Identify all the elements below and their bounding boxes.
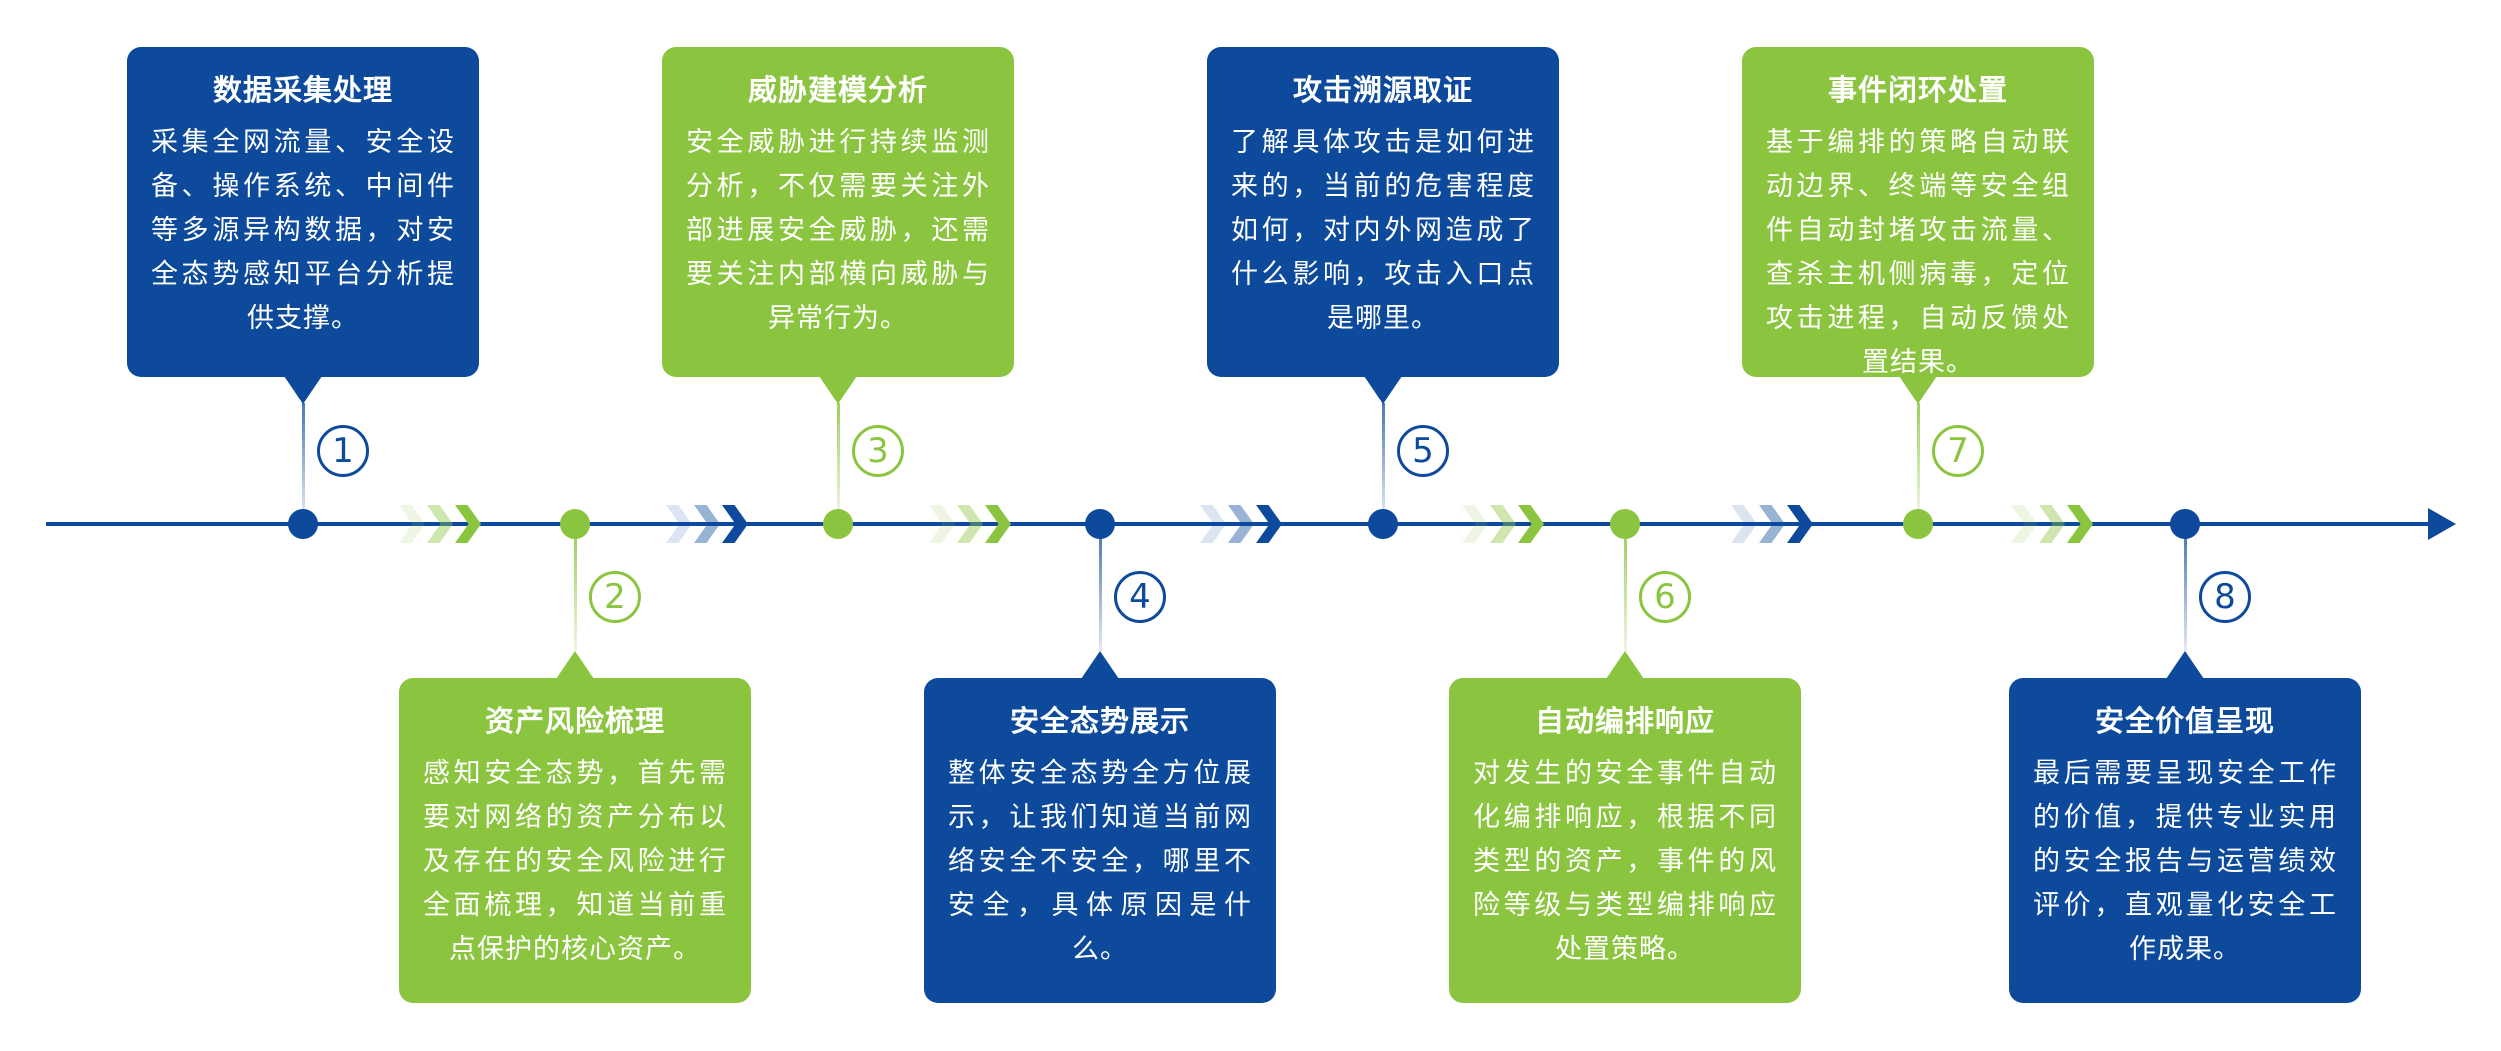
step-6-body: 对发生的安全事件自动化编排响应，根据不同类型的资产，事件的风险等级与类型编排响应… bbox=[1473, 758, 1777, 965]
step-card-7: 事件闭环处置 基于编排的策略自动联动边界、终端等安全组件自动封堵攻击流量、查杀主… bbox=[1742, 47, 2094, 404]
chevron-icon bbox=[722, 505, 748, 543]
timeline-dot-8 bbox=[2170, 509, 2200, 539]
step-4-title: 安全态势展示 bbox=[1009, 704, 1190, 738]
step-card-6: 自动编排响应 对发生的安全事件自动化编排响应，根据不同类型的资产，事件的风险等级… bbox=[1449, 651, 1801, 1003]
step-1-connector bbox=[302, 403, 305, 515]
step-card-4: 安全态势展示 整体安全态势全方位展示，让我们知道当前网络安全不安全，哪里不安全，… bbox=[924, 651, 1276, 1003]
step-6-connector bbox=[1624, 531, 1627, 651]
step-5-connector bbox=[1382, 403, 1385, 515]
card-pointer bbox=[819, 376, 857, 404]
step-1-title: 数据采集处理 bbox=[212, 73, 393, 107]
step-4-number-badge: 4 bbox=[1114, 571, 1166, 623]
chevron-icon bbox=[1787, 505, 1813, 543]
chevron-group-5 bbox=[1462, 505, 1544, 543]
step-card-1: 数据采集处理 采集全网流量、安全设备、操作系统、中间件等多源异构数据，对安全态势… bbox=[127, 47, 479, 404]
chevron-icon bbox=[1731, 505, 1757, 543]
step-card-5: 攻击溯源取证 了解具体攻击是如何进来的，当前的危害程度如何，对内外网造成了什么影… bbox=[1207, 47, 1559, 404]
chevron-icon bbox=[694, 505, 720, 543]
step-7-connector bbox=[1917, 403, 1920, 515]
step-5-title: 攻击溯源取证 bbox=[1292, 73, 1473, 107]
card-pointer bbox=[1899, 376, 1937, 404]
step-2-number-badge: 2 bbox=[589, 571, 641, 623]
step-8-connector bbox=[2184, 531, 2187, 651]
chevron-icon bbox=[399, 505, 425, 543]
timeline-dot-6 bbox=[1610, 509, 1640, 539]
chevron-group-7 bbox=[2011, 505, 2093, 543]
chevron-icon bbox=[1228, 505, 1254, 543]
card-pointer bbox=[2166, 651, 2204, 679]
step-3-body: 安全威胁进行持续监测分析，不仅需要关注外部进展安全威胁，还需要关注内部横向威胁与… bbox=[686, 127, 990, 334]
chevron-group-3 bbox=[929, 505, 1011, 543]
step-1-number-badge: 1 bbox=[317, 425, 369, 477]
card-pointer bbox=[1364, 376, 1402, 404]
timeline-axis bbox=[46, 522, 2434, 526]
timeline-dot-2 bbox=[560, 509, 590, 539]
chevron-icon bbox=[2067, 505, 2093, 543]
step-4-connector bbox=[1099, 531, 1102, 651]
chevron-icon bbox=[1759, 505, 1785, 543]
chevron-group-6 bbox=[1731, 505, 1813, 543]
card-pointer bbox=[284, 376, 322, 404]
step-8-body: 最后需要呈现安全工作的价值，提供专业实用的安全报告与运营绩效评价，直观量化安全工… bbox=[2033, 758, 2337, 965]
step-7-body: 基于编排的策略自动联动边界、终端等安全组件自动封堵攻击流量、查杀主机侧病毒，定位… bbox=[1766, 127, 2070, 378]
step-7-number-badge: 7 bbox=[1932, 425, 1984, 477]
chevron-group-4 bbox=[1200, 505, 1282, 543]
step-1-body: 采集全网流量、安全设备、操作系统、中间件等多源异构数据，对安全态势感知平台分析提… bbox=[151, 127, 455, 334]
step-5-body: 了解具体攻击是如何进来的，当前的危害程度如何，对内外网造成了什么影响，攻击入口点… bbox=[1231, 127, 1535, 334]
timeline-dot-1 bbox=[288, 509, 318, 539]
step-5-number-badge: 5 bbox=[1397, 425, 1449, 477]
step-6-number-badge: 6 bbox=[1639, 571, 1691, 623]
chevron-icon bbox=[427, 505, 453, 543]
chevron-icon bbox=[1256, 505, 1282, 543]
card-pointer bbox=[1081, 651, 1119, 679]
chevron-icon bbox=[957, 505, 983, 543]
step-card-8: 安全价值呈现 最后需要呈现安全工作的价值，提供专业实用的安全报告与运营绩效评价，… bbox=[2009, 651, 2361, 1003]
step-card-3: 威胁建模分析 安全威胁进行持续监测分析，不仅需要关注外部进展安全威胁，还需要关注… bbox=[662, 47, 1014, 404]
chevron-icon bbox=[1462, 505, 1488, 543]
step-8-number-badge: 8 bbox=[2199, 571, 2251, 623]
step-2-connector bbox=[574, 531, 577, 651]
step-2-body: 感知安全态势，首先需要对网络的资产分布以及存在的安全风险进行全面梳理，知道当前重… bbox=[423, 758, 727, 965]
step-2-title: 资产风险梳理 bbox=[484, 704, 665, 738]
chevron-icon bbox=[455, 505, 481, 543]
chevron-icon bbox=[666, 505, 692, 543]
step-8-title: 安全价值呈现 bbox=[2094, 704, 2275, 738]
chevron-group-1 bbox=[399, 505, 481, 543]
chevron-icon bbox=[929, 505, 955, 543]
step-4-body: 整体安全态势全方位展示，让我们知道当前网络安全不安全，哪里不安全，具体原因是什么… bbox=[948, 758, 1252, 965]
timeline-dot-7 bbox=[1903, 509, 1933, 539]
card-pointer bbox=[1606, 651, 1644, 679]
chevron-icon bbox=[2039, 505, 2065, 543]
step-6-title: 自动编排响应 bbox=[1534, 704, 1715, 738]
chevron-group-2 bbox=[666, 505, 748, 543]
chevron-icon bbox=[2011, 505, 2037, 543]
step-3-number-badge: 3 bbox=[852, 425, 904, 477]
timeline-arrowhead-icon bbox=[2428, 508, 2456, 540]
chevron-icon bbox=[1518, 505, 1544, 543]
step-7-title: 事件闭环处置 bbox=[1827, 73, 2008, 107]
chevron-icon bbox=[1490, 505, 1516, 543]
chevron-icon bbox=[1200, 505, 1226, 543]
step-3-title: 威胁建模分析 bbox=[747, 73, 928, 107]
timeline-dot-5 bbox=[1368, 509, 1398, 539]
step-card-2: 资产风险梳理 感知安全态势，首先需要对网络的资产分布以及存在的安全风险进行全面梳… bbox=[399, 651, 751, 1003]
timeline-dot-3 bbox=[823, 509, 853, 539]
chevron-icon bbox=[985, 505, 1011, 543]
timeline-dot-4 bbox=[1085, 509, 1115, 539]
step-3-connector bbox=[837, 403, 840, 515]
card-pointer bbox=[556, 651, 594, 679]
